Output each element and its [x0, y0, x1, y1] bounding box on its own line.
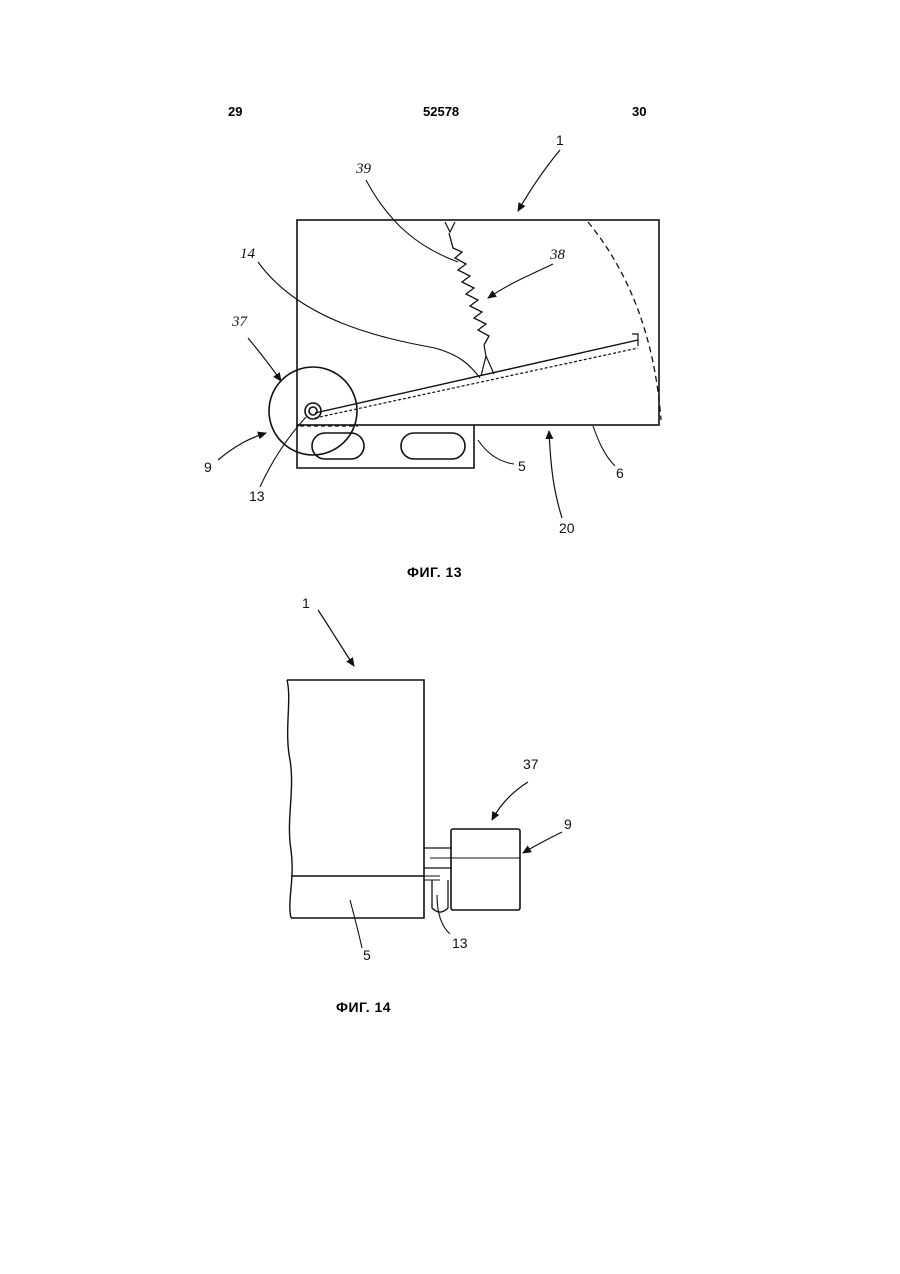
fig13-label-5: 5	[518, 458, 526, 474]
figure-13-caption: ФИГ. 13	[407, 564, 462, 580]
fig14-label-5: 5	[363, 947, 371, 963]
lever-arm-top	[315, 340, 638, 413]
fig13-label-14: 14	[240, 246, 256, 262]
leader-38	[488, 264, 553, 298]
leader-5b	[350, 900, 362, 948]
leader-5	[478, 440, 514, 464]
break-line	[287, 680, 292, 918]
pivot-inner	[309, 407, 317, 415]
leader-9b	[523, 832, 562, 853]
pivot-outer	[305, 403, 321, 419]
base-plate	[297, 425, 474, 468]
fig13-label-38: 38	[549, 247, 566, 263]
housing-body	[297, 220, 659, 425]
leader-9	[218, 433, 266, 460]
leader-39	[366, 180, 458, 262]
fig13-label-37: 37	[231, 314, 249, 330]
fig14-label-9: 9	[564, 816, 572, 832]
leader-14	[258, 262, 480, 378]
fig14-label-1: 1	[302, 595, 310, 611]
leader-20	[549, 431, 562, 518]
fig13-label-9: 9	[204, 459, 212, 475]
figure-14-caption: ФИГ. 14	[336, 999, 391, 1015]
leader-37b	[492, 782, 528, 820]
fig13-label-39: 39	[355, 161, 372, 177]
slot-right	[401, 433, 465, 459]
side-body	[287, 680, 424, 918]
fig14-label-37: 37	[523, 756, 539, 772]
spring-top-mount	[445, 222, 455, 232]
leader-1	[518, 150, 560, 211]
pivot-ribs	[424, 876, 440, 880]
spring-bottom-mount	[481, 345, 494, 376]
leader-1b	[318, 610, 354, 666]
lever-arm-bottom	[315, 348, 638, 418]
wheel-side	[451, 829, 520, 910]
fig13-label-20: 20	[559, 520, 575, 536]
leader-37	[248, 338, 281, 381]
figure-14-drawing	[287, 610, 562, 948]
spring-coil	[449, 233, 489, 345]
fig13-label-6: 6	[616, 465, 624, 481]
figure-13-drawing	[218, 150, 661, 518]
swing-arc	[588, 222, 661, 420]
fig14-label-13: 13	[452, 935, 468, 951]
fig13-label-13: 13	[249, 488, 265, 504]
pivot-pin	[432, 880, 448, 912]
fig13-label-1: 1	[556, 132, 564, 148]
leader-6	[593, 426, 615, 466]
